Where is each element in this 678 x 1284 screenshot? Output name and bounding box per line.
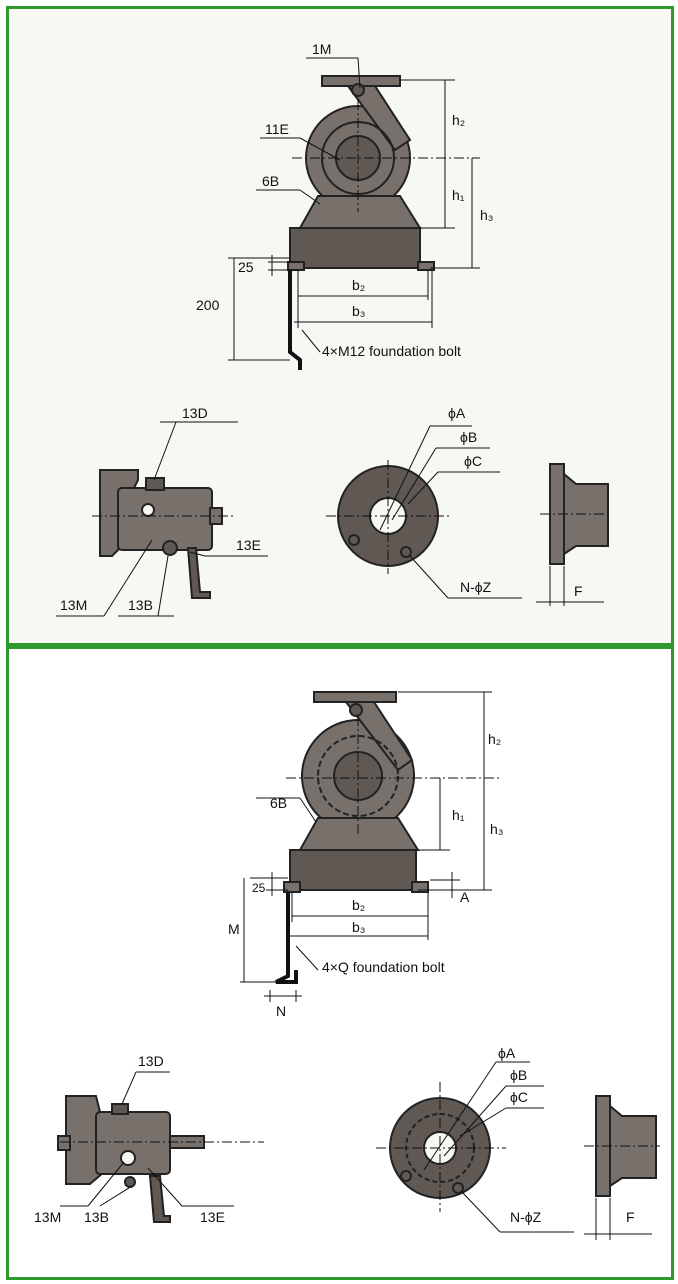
top-dim-25: 25 xyxy=(238,259,254,275)
bottom-phi-b: ϕB xyxy=(510,1067,527,1083)
top-h1-label: h₁ xyxy=(452,187,465,203)
top-f-label: F xyxy=(574,583,583,599)
top-h3-label: h₃ xyxy=(480,207,494,223)
top-holes-label: N-ϕZ xyxy=(460,579,492,595)
top-label-6b: 6B xyxy=(262,173,279,189)
bottom-label-6b: 6B xyxy=(270,795,287,811)
top-phi-c: ϕC xyxy=(464,453,482,469)
top-label-13d: 13D xyxy=(182,405,208,421)
bottom-label-13m: 13M xyxy=(34,1209,61,1225)
top-dim-200: 200 xyxy=(196,297,220,313)
bottom-h3-label: h₃ xyxy=(490,821,504,837)
bottom-b3-label: b₃ xyxy=(352,919,366,935)
bottom-holes-label: N-ϕZ xyxy=(510,1209,542,1225)
top-h2-label: h₂ xyxy=(452,112,465,128)
bottom-phi-c: ϕC xyxy=(510,1089,528,1105)
bottom-label-13d: 13D xyxy=(138,1053,164,1069)
top-pump-side-view xyxy=(99,469,223,599)
bottom-label-13b: 13B xyxy=(84,1209,109,1225)
bottom-phi-a: ϕA xyxy=(498,1045,516,1061)
top-phi-b: ϕB xyxy=(460,429,477,445)
top-label-13m: 13M xyxy=(60,597,87,613)
bottom-dim-a: A xyxy=(460,889,470,905)
bottom-label-13e: 13E xyxy=(200,1209,225,1225)
bottom-h2-label: h₂ xyxy=(488,731,501,747)
bottom-bolt-note: 4×Q foundation bolt xyxy=(322,959,445,975)
bottom-dim-25: 25 xyxy=(252,881,266,895)
top-phi-a: ϕA xyxy=(448,405,466,421)
top-label-13e: 13E xyxy=(236,537,261,553)
top-label-1m: 1M xyxy=(312,41,331,57)
top-pump-front-view xyxy=(287,75,435,271)
bottom-b2-label: b₂ xyxy=(352,897,365,913)
bottom-dim-m: M xyxy=(228,921,240,937)
bottom-dim-n: N xyxy=(276,1003,286,1019)
bottom-pump-side-view xyxy=(57,1095,205,1223)
bottom-f-label: F xyxy=(626,1209,635,1225)
bottom-pump-front-view xyxy=(283,691,429,893)
top-b3-label: b₃ xyxy=(352,303,366,319)
top-bolt-note: 4×M12 foundation bolt xyxy=(322,343,461,359)
top-label-13b: 13B xyxy=(128,597,153,613)
bottom-h1-label: h₁ xyxy=(452,807,465,823)
top-b2-label: b₂ xyxy=(352,277,365,293)
top-label-11e: 11E xyxy=(265,121,289,137)
